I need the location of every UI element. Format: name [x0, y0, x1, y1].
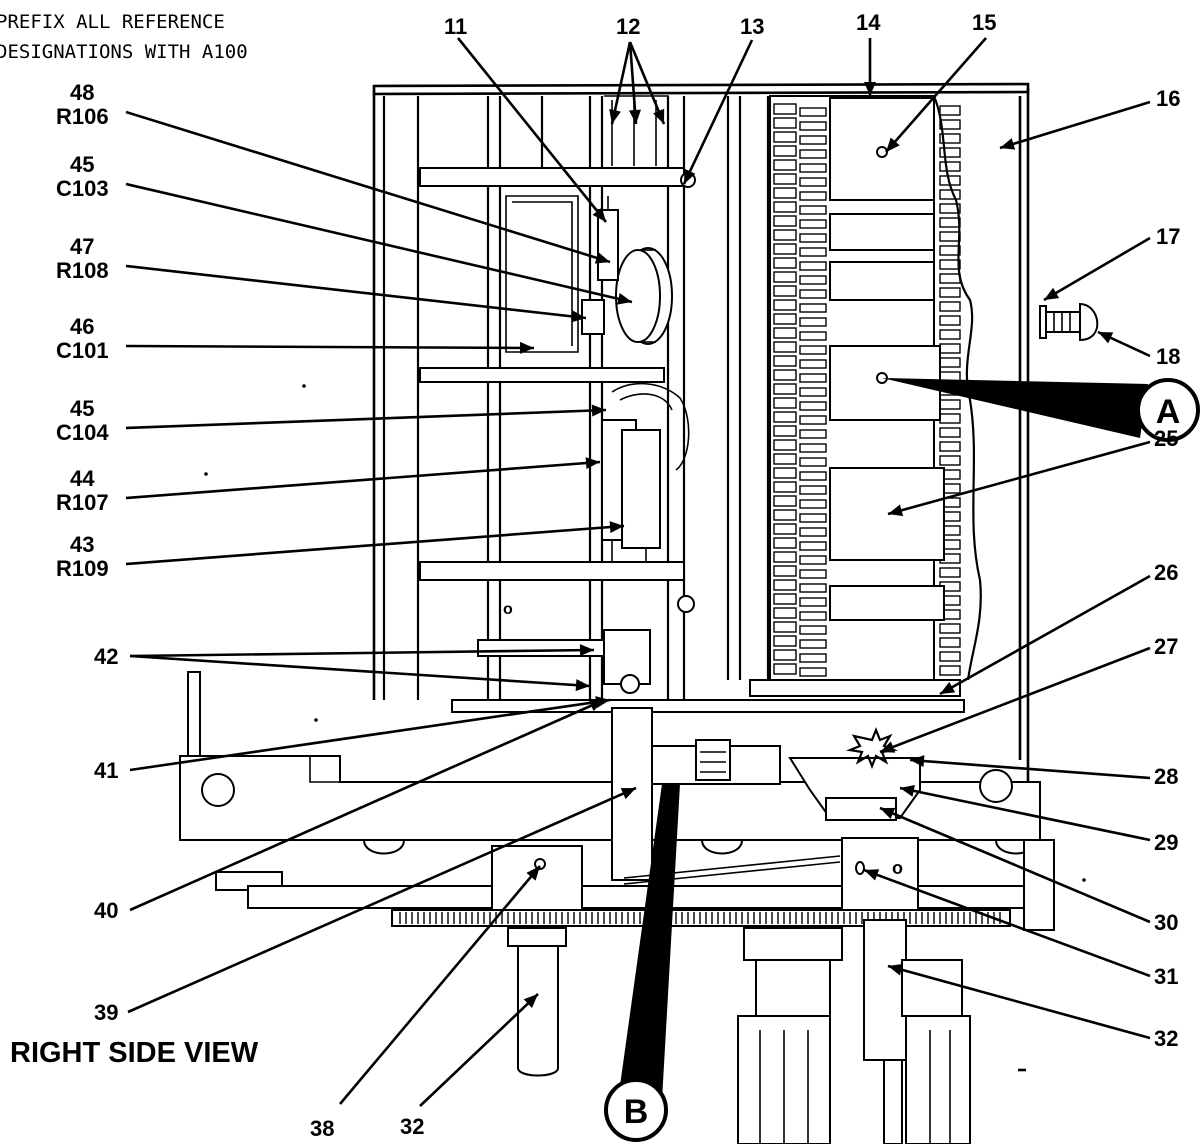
label-18: 18: [1156, 344, 1180, 369]
label-28: 28: [1154, 764, 1178, 789]
screw-part-17-18: [1039, 302, 1099, 342]
label-44: 44: [70, 466, 95, 491]
label-12: 12: [616, 14, 640, 39]
leader-arrowhead: [910, 755, 925, 768]
svg-text:o: o: [892, 858, 903, 878]
callout-a-wedge: [882, 378, 1148, 438]
reference-note-line1: PREFIX ALL REFERENCE: [0, 11, 225, 33]
leader-arrowhead: [620, 788, 636, 800]
leader-arrowhead: [628, 109, 641, 124]
leader-arrowhead: [592, 207, 606, 222]
label-43: 43: [70, 532, 94, 557]
leader-arrowhead: [864, 869, 880, 881]
leader-arrowhead: [1044, 287, 1060, 300]
leader-arrowhead: [880, 741, 896, 753]
base-assembly: o: [179, 671, 1055, 1144]
label-47-ref: R108: [56, 258, 109, 283]
label-48: 48: [70, 80, 94, 105]
callout-b-letter: B: [624, 1093, 649, 1131]
leader-arrowhead: [1000, 138, 1016, 150]
label-42: 42: [94, 644, 118, 669]
callout-b-circle: [604, 1078, 668, 1142]
view-title: RIGHT SIDE VIEW: [10, 1037, 259, 1069]
leader-arrowhead: [594, 252, 610, 264]
leader-arrowhead: [609, 109, 621, 124]
label-17: 17: [1156, 224, 1180, 249]
leader-arrowhead: [864, 82, 876, 96]
label-16: 16: [1156, 86, 1180, 111]
leader-arrowhead: [519, 341, 534, 354]
label-31: 31: [1154, 964, 1178, 989]
label-25: 25: [1154, 426, 1178, 451]
leader-arrowhead: [575, 679, 590, 692]
label-29: 29: [1154, 830, 1178, 855]
leader-arrowhead: [886, 137, 900, 152]
leader-arrowhead: [591, 404, 606, 417]
leader-arrowhead: [617, 292, 632, 305]
label-11: 11: [444, 14, 467, 39]
label-14: 14: [856, 10, 881, 35]
label-27: 27: [1154, 634, 1178, 659]
leader-arrowhead: [579, 644, 594, 657]
leader-arrowhead: [571, 310, 586, 323]
leader-arrowhead: [940, 681, 956, 694]
leader-arrowhead: [523, 994, 538, 1008]
leader-arrowhead: [1098, 332, 1114, 344]
leader-arrowhead: [653, 108, 665, 124]
leader-arrowhead: [900, 784, 915, 797]
label-48-ref: R106: [56, 104, 109, 129]
leader-arrowhead: [595, 696, 610, 708]
label-39: 39: [94, 1000, 118, 1025]
label-46: 46: [70, 314, 94, 339]
chassis-drawing: o: [372, 82, 1030, 790]
label-32-right: 32: [1154, 1026, 1178, 1051]
leader-arrowhead: [888, 963, 904, 976]
switch-wafer-stack: [749, 95, 982, 697]
label-43-ref: R109: [56, 556, 109, 581]
label-45-upper-ref: C103: [56, 176, 109, 201]
leader-arrowhead: [585, 457, 600, 470]
label-45-lower: 45: [70, 396, 94, 421]
label-45-lower-ref: C104: [56, 420, 109, 445]
leader-arrowhead: [526, 866, 540, 881]
callout-b-wedge: [618, 784, 680, 1100]
label-46-ref: C101: [56, 338, 109, 363]
label-30: 30: [1154, 910, 1178, 935]
label-38: 38: [310, 1116, 334, 1141]
svg-text:o: o: [503, 601, 513, 618]
reference-note-line2: DESIGNATIONS WITH A100: [0, 41, 248, 63]
leader-lines: [125, 37, 1151, 1107]
leader-arrowhead: [684, 168, 696, 184]
callout-a-letter: A: [1156, 393, 1181, 431]
leader-arrowhead: [880, 807, 896, 819]
leader-arrowhead: [888, 504, 904, 517]
part-labels: 11 12 13 14 15 16 17 18 25 26 27 28 29 3…: [56, 10, 1180, 1141]
label-32-left: 32: [400, 1114, 424, 1139]
label-15: 15: [972, 10, 996, 35]
label-45-upper: 45: [70, 152, 94, 177]
label-40: 40: [94, 898, 118, 923]
leader-arrowhead: [609, 521, 624, 534]
label-26: 26: [1154, 560, 1178, 585]
label-13: 13: [740, 14, 764, 39]
label-44-ref: R107: [56, 490, 109, 515]
leader-arrowheads: [519, 82, 1114, 1008]
callout-a-circle: [1136, 378, 1200, 442]
label-41: 41: [94, 758, 118, 783]
label-47: 47: [70, 234, 94, 259]
